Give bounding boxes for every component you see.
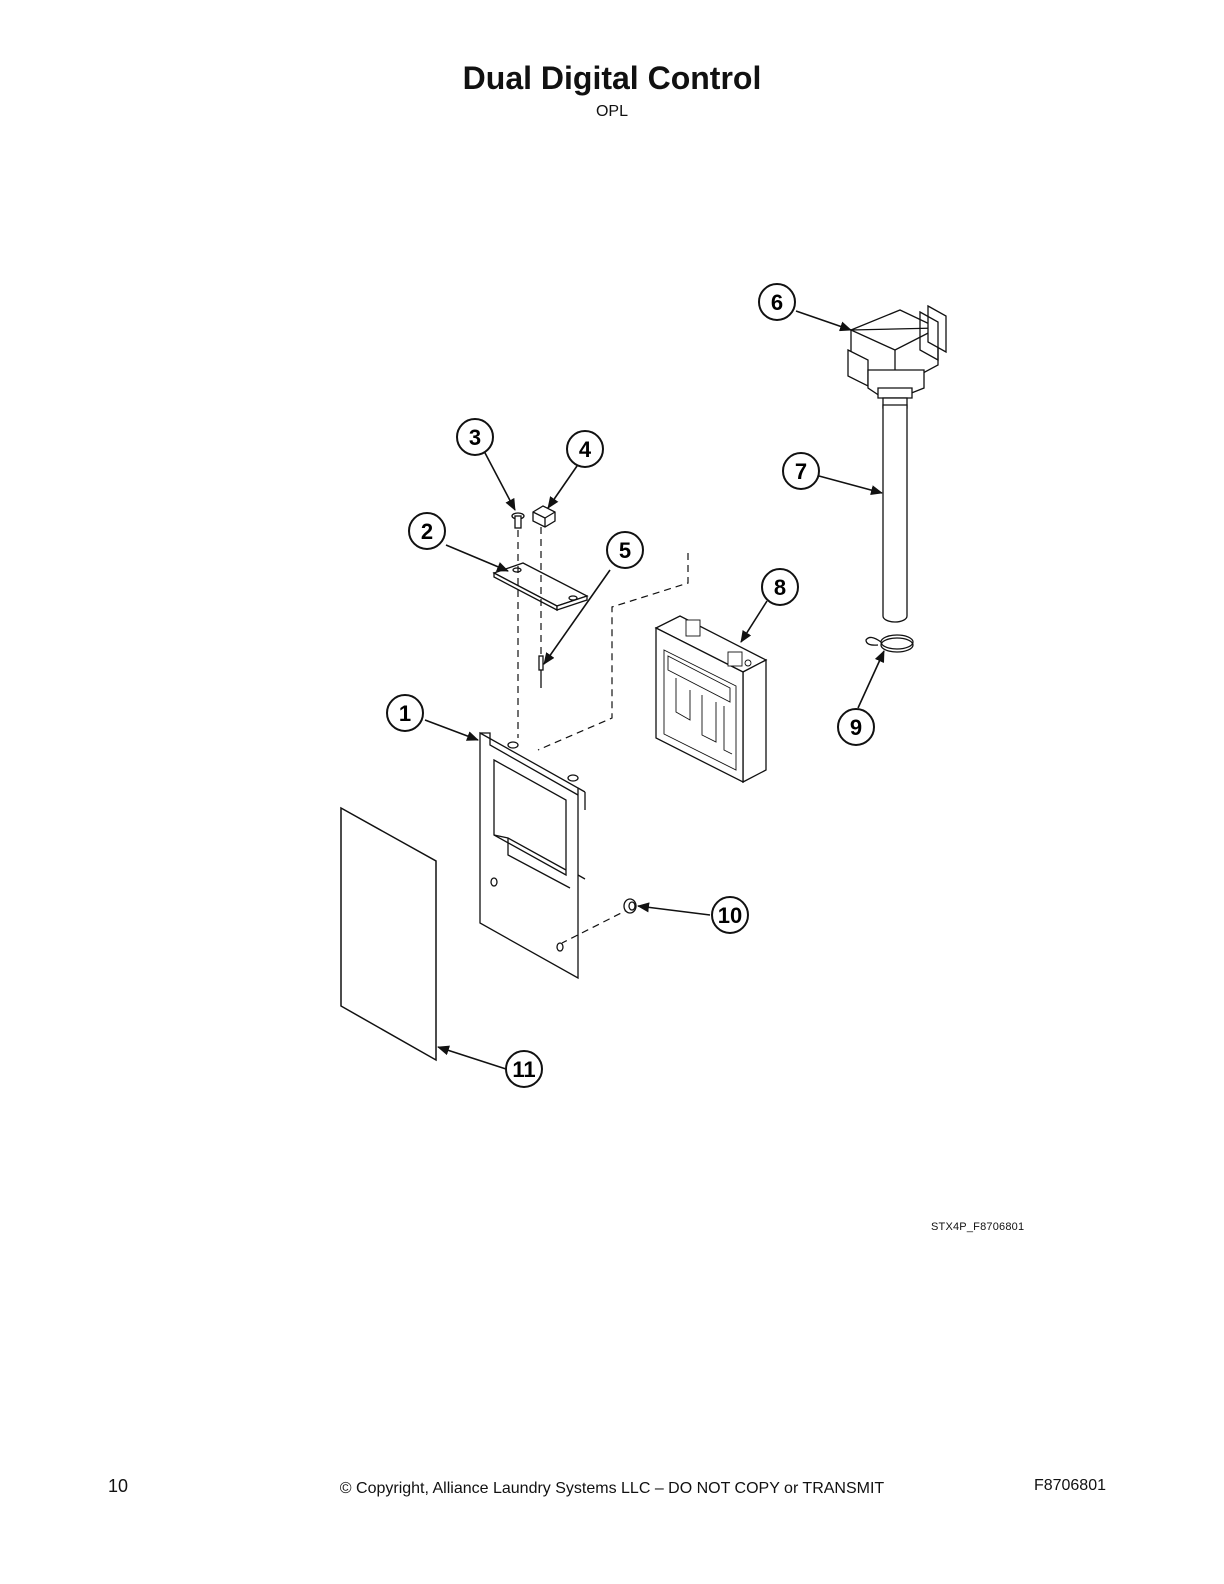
document-number: F8706801 bbox=[1033, 1477, 1106, 1494]
part-5-pin bbox=[538, 655, 544, 688]
callout-5: 5 bbox=[606, 531, 644, 569]
svg-text:10: 10 bbox=[718, 903, 742, 928]
part-6-pressure-switch bbox=[847, 304, 947, 409]
callout-2: 2 bbox=[408, 512, 446, 550]
svg-text:3: 3 bbox=[469, 425, 481, 450]
part-7-hose bbox=[882, 404, 908, 623]
part-3-screw bbox=[511, 512, 525, 529]
part-1-bracket bbox=[479, 731, 586, 980]
page-title: Dual Digital Control bbox=[462, 60, 762, 96]
svg-text:5: 5 bbox=[619, 538, 631, 563]
svg-text:11: 11 bbox=[512, 1057, 535, 1082]
svg-text:8: 8 bbox=[774, 575, 786, 600]
callouts: 1 2 3 4 5 6 7 8 bbox=[386, 283, 875, 1088]
leader-arrows bbox=[424, 310, 885, 1070]
svg-text:2: 2 bbox=[421, 519, 433, 544]
page-number: 10 bbox=[108, 1476, 129, 1496]
callout-9: 9 bbox=[837, 708, 875, 746]
part-10-nut bbox=[623, 898, 637, 914]
callout-10: 10 bbox=[711, 896, 749, 934]
page-subtitle: OPL bbox=[595, 103, 628, 120]
callout-4: 4 bbox=[566, 430, 604, 468]
svg-text:9: 9 bbox=[850, 715, 862, 740]
callout-11: 11 bbox=[505, 1050, 543, 1088]
part-8-control-module bbox=[654, 615, 768, 784]
callout-3: 3 bbox=[456, 418, 494, 456]
part-11-panel bbox=[340, 806, 437, 1062]
alignment-lines bbox=[517, 527, 689, 944]
part-9-clamp bbox=[865, 634, 914, 653]
svg-text:7: 7 bbox=[795, 459, 807, 484]
callout-7: 7 bbox=[782, 452, 820, 490]
callout-1: 1 bbox=[386, 694, 424, 732]
figure-id: STX4P_F8706801 bbox=[931, 1221, 1025, 1233]
svg-text:4: 4 bbox=[579, 437, 592, 462]
callout-6: 6 bbox=[758, 283, 796, 321]
callout-8: 8 bbox=[761, 568, 799, 606]
svg-text:1: 1 bbox=[399, 701, 411, 726]
svg-text:6: 6 bbox=[771, 290, 783, 315]
copyright-notice: © Copyright, Alliance Laundry Systems LL… bbox=[339, 1480, 885, 1497]
part-4-clip bbox=[532, 505, 556, 528]
